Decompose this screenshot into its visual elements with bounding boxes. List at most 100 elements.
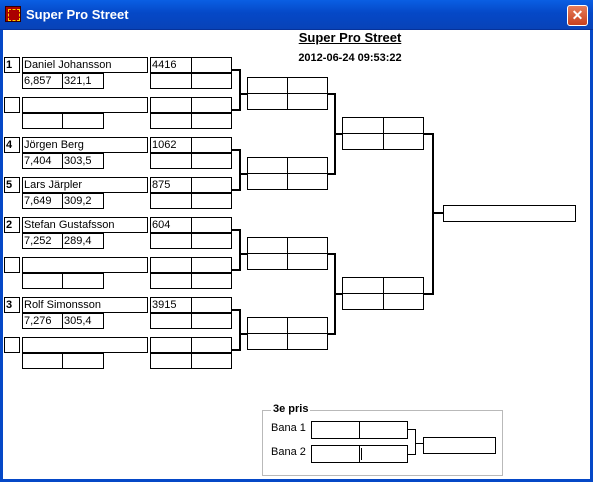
result-field[interactable] bbox=[191, 233, 232, 249]
driver-name-field[interactable] bbox=[22, 97, 148, 113]
reaction-time-field[interactable]: 7,276 bbox=[22, 313, 63, 329]
semifinal-cell[interactable] bbox=[342, 117, 384, 134]
result-field[interactable] bbox=[150, 153, 192, 169]
car-number-field[interactable] bbox=[150, 97, 192, 113]
seed-box[interactable] bbox=[4, 337, 20, 353]
result-field[interactable] bbox=[191, 337, 232, 353]
third-lane2-a[interactable] bbox=[311, 445, 360, 463]
semifinal-cell[interactable] bbox=[383, 293, 424, 310]
result-field[interactable] bbox=[150, 273, 192, 289]
car-number-field[interactable]: 875 bbox=[150, 177, 192, 193]
reaction-time-field[interactable] bbox=[22, 113, 63, 129]
reaction-time-field[interactable] bbox=[22, 273, 63, 289]
final-winner-field[interactable] bbox=[443, 205, 576, 222]
result-field[interactable] bbox=[191, 273, 232, 289]
quarterfinal-cell[interactable] bbox=[287, 93, 328, 110]
quarterfinal-cell[interactable] bbox=[247, 157, 288, 174]
quarterfinal-cell[interactable] bbox=[247, 77, 288, 94]
speed-field[interactable] bbox=[62, 353, 104, 369]
result-field[interactable] bbox=[191, 57, 232, 73]
bracket-connector bbox=[432, 133, 434, 295]
result-field[interactable] bbox=[191, 313, 232, 329]
quarterfinal-cell[interactable] bbox=[247, 93, 288, 110]
reaction-time-field[interactable]: 6,857 bbox=[22, 73, 63, 89]
driver-name-field[interactable] bbox=[22, 257, 148, 273]
semifinal-cell[interactable] bbox=[342, 277, 384, 294]
car-number-field[interactable] bbox=[150, 257, 192, 273]
seed-box[interactable]: 4 bbox=[4, 137, 20, 153]
quarterfinal-cell[interactable] bbox=[287, 317, 328, 334]
result-field[interactable] bbox=[150, 353, 192, 369]
driver-name-field[interactable] bbox=[22, 337, 148, 353]
result-field[interactable] bbox=[191, 193, 232, 209]
reaction-time-field[interactable]: 7,404 bbox=[22, 153, 63, 169]
driver-name-field[interactable]: Lars Järpler bbox=[22, 177, 148, 193]
semifinal-cell[interactable] bbox=[383, 133, 424, 150]
quarterfinal-cell[interactable] bbox=[247, 173, 288, 190]
result-field[interactable] bbox=[191, 137, 232, 153]
seed-box[interactable]: 2 bbox=[4, 217, 20, 233]
car-number-field[interactable] bbox=[150, 337, 192, 353]
reaction-time-field[interactable]: 7,252 bbox=[22, 233, 63, 249]
driver-name-field[interactable]: Stefan Gustafsson bbox=[22, 217, 148, 233]
result-field[interactable] bbox=[191, 73, 232, 89]
quarterfinal-cell[interactable] bbox=[287, 157, 328, 174]
bracket-connector bbox=[232, 349, 240, 351]
third-lane2-b[interactable] bbox=[359, 445, 408, 463]
speed-field[interactable]: 305,4 bbox=[62, 313, 104, 329]
quarterfinal-cell[interactable] bbox=[287, 253, 328, 270]
quarterfinal-cell[interactable] bbox=[287, 237, 328, 254]
bracket-connector bbox=[239, 173, 247, 175]
speed-field[interactable]: 303,5 bbox=[62, 153, 104, 169]
reaction-time-field[interactable]: 7,649 bbox=[22, 193, 63, 209]
seed-box[interactable]: 5 bbox=[4, 177, 20, 193]
third-lane1-a[interactable] bbox=[311, 421, 360, 439]
seed-box[interactable]: 3 bbox=[4, 297, 20, 313]
result-field[interactable] bbox=[191, 297, 232, 313]
speed-field[interactable] bbox=[62, 113, 104, 129]
speed-field[interactable] bbox=[62, 273, 104, 289]
semifinal-cell[interactable] bbox=[383, 277, 424, 294]
result-field[interactable] bbox=[191, 97, 232, 113]
driver-name-field[interactable]: Daniel Johansson bbox=[22, 57, 148, 73]
car-number-field[interactable]: 3915 bbox=[150, 297, 192, 313]
quarterfinal-cell[interactable] bbox=[287, 77, 328, 94]
car-number-field[interactable]: 604 bbox=[150, 217, 192, 233]
semifinal-cell[interactable] bbox=[342, 133, 384, 150]
result-field[interactable] bbox=[150, 73, 192, 89]
speed-field[interactable]: 289,4 bbox=[62, 233, 104, 249]
quarterfinal-cell[interactable] bbox=[247, 333, 288, 350]
quarterfinal-cell[interactable] bbox=[247, 253, 288, 270]
car-number-field[interactable]: 1062 bbox=[150, 137, 192, 153]
car-number-field[interactable]: 4416 bbox=[150, 57, 192, 73]
result-field[interactable] bbox=[191, 217, 232, 233]
seed-box[interactable] bbox=[4, 257, 20, 273]
speed-field[interactable]: 321,1 bbox=[62, 73, 104, 89]
result-field[interactable] bbox=[150, 113, 192, 129]
result-field[interactable] bbox=[191, 153, 232, 169]
third-place-winner[interactable] bbox=[423, 437, 496, 454]
semifinal-cell[interactable] bbox=[383, 117, 424, 134]
title-bar[interactable] bbox=[0, 0, 593, 30]
seed-box[interactable] bbox=[4, 97, 20, 113]
seed-box[interactable]: 1 bbox=[4, 57, 20, 73]
driver-name-field[interactable]: Jörgen Berg bbox=[22, 137, 148, 153]
result-field[interactable] bbox=[191, 177, 232, 193]
quarterfinal-cell[interactable] bbox=[287, 173, 328, 190]
close-button[interactable]: ✕ bbox=[567, 5, 588, 26]
third-lane1-b[interactable] bbox=[359, 421, 408, 439]
quarterfinal-cell[interactable] bbox=[247, 317, 288, 334]
semifinal-cell[interactable] bbox=[342, 293, 384, 310]
quarterfinal-cell[interactable] bbox=[247, 237, 288, 254]
window-frame-bottom bbox=[0, 479, 593, 482]
driver-name-field[interactable]: Rolf Simonsson bbox=[22, 297, 148, 313]
result-field[interactable] bbox=[191, 113, 232, 129]
result-field[interactable] bbox=[191, 353, 232, 369]
quarterfinal-cell[interactable] bbox=[287, 333, 328, 350]
reaction-time-field[interactable] bbox=[22, 353, 63, 369]
speed-field[interactable]: 309,2 bbox=[62, 193, 104, 209]
result-field[interactable] bbox=[150, 313, 192, 329]
result-field[interactable] bbox=[150, 193, 192, 209]
result-field[interactable] bbox=[150, 233, 192, 249]
result-field[interactable] bbox=[191, 257, 232, 273]
